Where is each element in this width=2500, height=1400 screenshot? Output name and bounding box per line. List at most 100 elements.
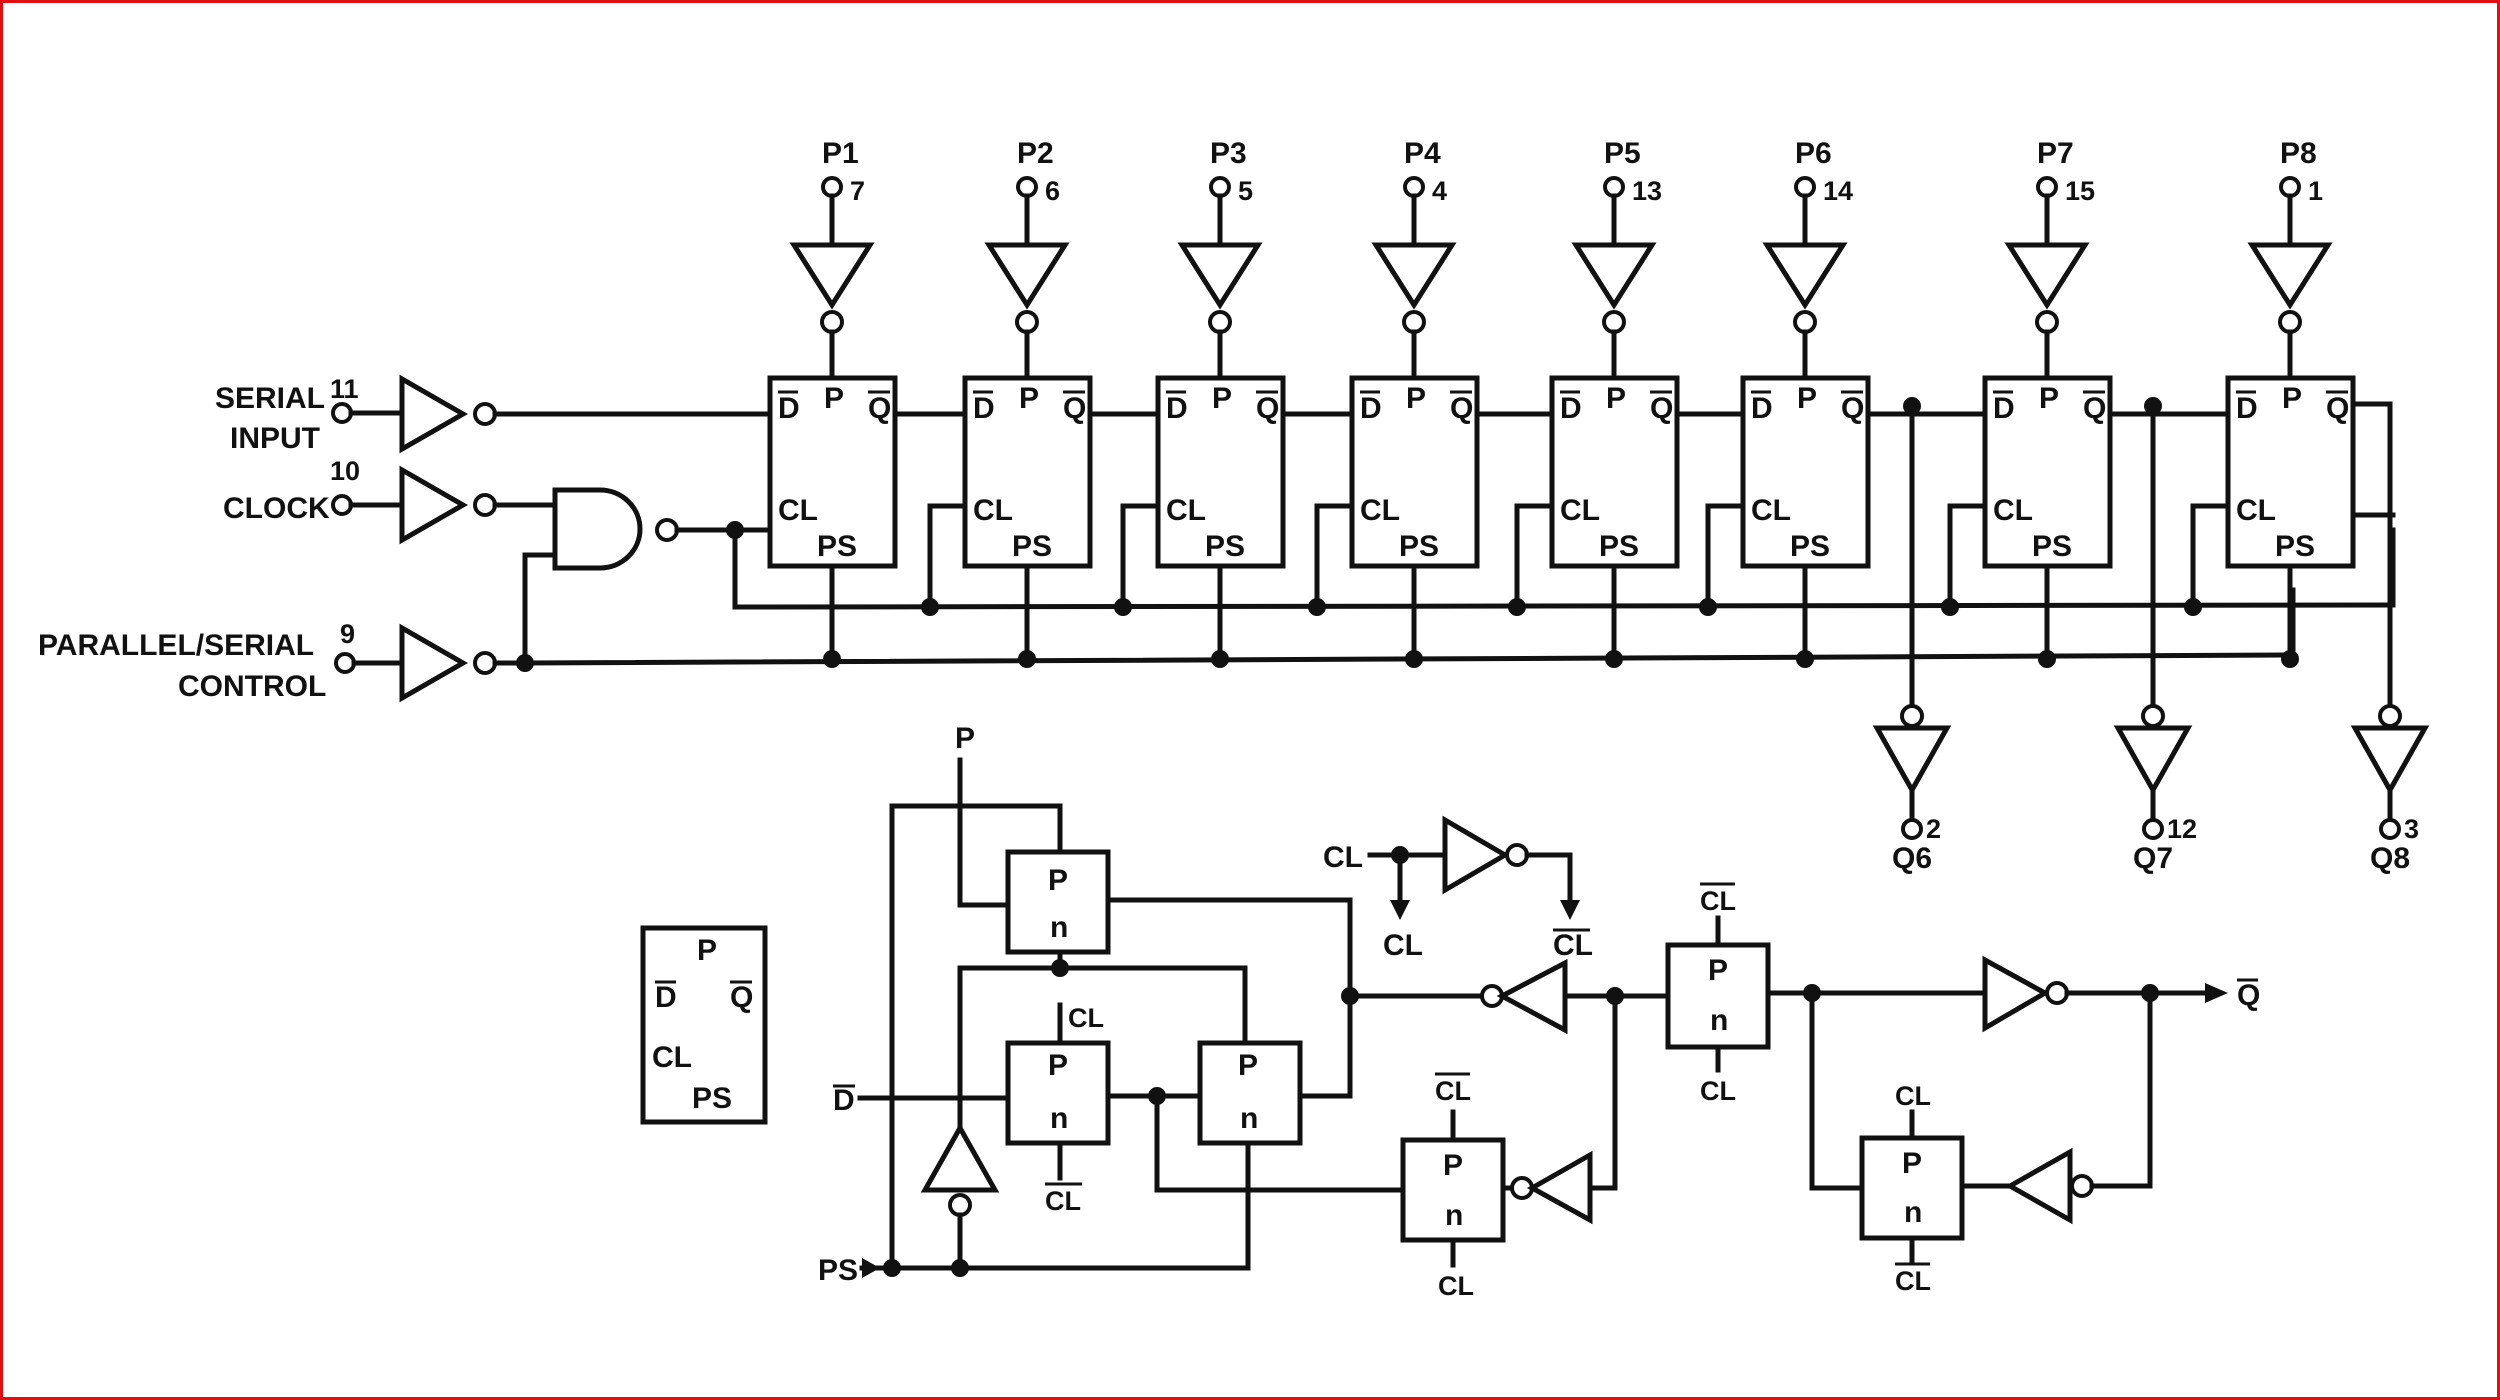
output-Q8-pin-circle[interactable] — [2379, 818, 2401, 840]
ff-p-label: P — [1606, 382, 1626, 415]
ps-control-pin: 9 — [340, 619, 355, 649]
latch2-n: n — [1050, 1102, 1068, 1135]
ff-p-label: P — [1212, 382, 1232, 415]
ff-q-label: Q — [1256, 392, 1279, 425]
parallel-input-5-pin: 13 — [1632, 176, 1662, 206]
ff-q-label: Q — [1063, 392, 1086, 425]
ff-p-label: P — [1406, 382, 1426, 415]
parallel-input-3-pin-circle[interactable] — [1209, 176, 1231, 198]
output-Q6-pin: 2 — [1926, 814, 1941, 844]
parallel-input-1-pin-circle[interactable] — [821, 176, 843, 198]
parallel-input-1-label: P1 — [822, 137, 859, 170]
output-inverter — [1982, 955, 2051, 1033]
latch5-clbar: CL — [1700, 886, 1736, 916]
nand-gate — [552, 487, 643, 571]
ff-cl-label: CL — [1360, 494, 1400, 527]
flipflop-1 — [767, 375, 898, 569]
serial-input-pin: 11 — [330, 374, 359, 404]
output-Q7-pin-circle[interactable] — [2142, 818, 2164, 840]
ff-ps-label: PS — [1399, 530, 1439, 563]
ff-ps-label: PS — [1599, 530, 1639, 563]
ps-control-buffer — [399, 623, 469, 703]
parallel-input-4-label: P4 — [1404, 137, 1441, 170]
ps-inverter — [920, 1122, 1000, 1193]
parallel-input-7-label: P7 — [2037, 137, 2074, 170]
parallel-input-2-label: P2 — [1017, 137, 1054, 170]
ff-p-label: P — [824, 382, 844, 415]
latch1-n: n — [1050, 911, 1068, 944]
ff-ps-label: PS — [1790, 530, 1830, 563]
ff-d-label: D — [1993, 392, 2015, 425]
parallel-input-3-inverter — [1177, 242, 1263, 310]
serial-input-pin-circle[interactable] — [331, 402, 353, 424]
parallel-input-8-pin-circle[interactable] — [2279, 176, 2301, 198]
latch6-n: n — [1904, 1196, 1922, 1229]
detail-cl-out-label: CL — [1383, 929, 1423, 962]
output-Q8-label: Q8 — [2370, 842, 2410, 875]
clock-pin-circle[interactable] — [331, 494, 353, 516]
parallel-input-8-pin: 1 — [2308, 176, 2323, 206]
output-Q6: 2Q6 — [1872, 397, 1952, 875]
detail-p-input-label: P — [955, 722, 975, 755]
parallel-input-6-pin-circle[interactable] — [1794, 176, 1816, 198]
latch4-n: n — [1445, 1199, 1463, 1232]
ff-p-label: P — [2282, 382, 2302, 415]
detail-inverter-1 — [1496, 958, 1568, 1035]
parallel-input-4-pin-circle[interactable] — [1403, 176, 1425, 198]
ff-q-label: Q — [2083, 392, 2106, 425]
shift-register: SERIAL INPUT 11 CLOCK 10 PARALLEL/SERIAL… — [38, 374, 2396, 703]
latch1-p: P — [1048, 864, 1068, 897]
ff-d-label: D — [1166, 392, 1188, 425]
parallel-input-7-pin-circle[interactable] — [2036, 176, 2058, 198]
ff-d-label: D — [2236, 392, 2258, 425]
output-Q8-inverter — [2350, 725, 2430, 796]
ff-ps-label: PS — [1012, 530, 1052, 563]
ff-q-label: Q — [2326, 392, 2349, 425]
latch2-clbar: CL — [1045, 1186, 1081, 1216]
parallel-input-4-pin: 4 — [1432, 176, 1447, 206]
legend-cl-label: CL — [652, 1041, 692, 1074]
flipflop-7 — [1982, 375, 2113, 569]
parallel-input-2-pin-circle[interactable] — [1016, 176, 1038, 198]
parallel-input-6-pin: 14 — [1823, 176, 1853, 206]
latch5-n: n — [1710, 1004, 1728, 1037]
latch5-cl: CL — [1700, 1076, 1736, 1106]
flipflop-internal-detail: P P n D P n CL CL — [818, 722, 2260, 1301]
parallel-input-3-label: P3 — [1210, 137, 1247, 170]
ff-cl-label: CL — [1751, 494, 1791, 527]
ff-q-label: Q — [1450, 392, 1473, 425]
legend-q-label: Q — [730, 981, 753, 1014]
ff-q-label: Q — [1650, 392, 1673, 425]
ff-d-label: D — [1751, 392, 1773, 425]
parallel-input-7-inverter — [2004, 242, 2090, 310]
ff-ps-label: PS — [2275, 530, 2315, 563]
output-Q6-pin-circle[interactable] — [1901, 818, 1923, 840]
ff-p-label: P — [1019, 382, 1039, 415]
legend-p-label: P — [697, 934, 717, 967]
latch3-p: P — [1238, 1049, 1258, 1082]
serial-input-label-1: SERIAL — [215, 382, 325, 415]
ps-control-pin-circle[interactable] — [334, 652, 356, 674]
output-Q7-inverter — [2113, 725, 2193, 796]
ff-cl-label: CL — [1166, 494, 1206, 527]
ff-d-label: D — [1360, 392, 1382, 425]
parallel-input-5-pin-circle[interactable] — [1603, 176, 1625, 198]
output-Q7-pin: 12 — [2167, 814, 2197, 844]
parallel-input-7-pin: 15 — [2065, 176, 2095, 206]
detail-q-output-label: Q — [2237, 979, 2260, 1012]
detail-clbar-out-label: CL — [1553, 929, 1593, 962]
output-Q6-inverter — [1872, 725, 1952, 796]
legend-d-label: D — [655, 981, 677, 1014]
ff-cl-label: CL — [1560, 494, 1600, 527]
